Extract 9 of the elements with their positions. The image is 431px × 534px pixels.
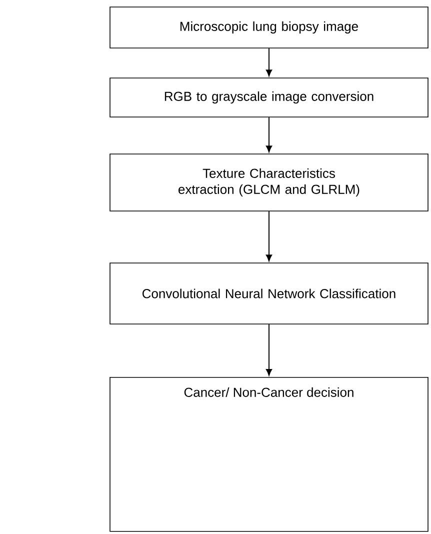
arrow (266, 48, 272, 76)
process-box: Microscopic lung biopsy image (110, 6, 428, 48)
process-box: Convolutional Neural Network Classification (110, 262, 428, 324)
arrow (266, 116, 272, 152)
arrow (266, 210, 272, 262)
process-box: Texture Characteristics extraction (GLCM and GLRLM) (110, 154, 428, 212)
process-box: RGB to grayscale image conversion (110, 78, 428, 118)
arrow (266, 324, 272, 376)
process-box: Cancer/ Non-Cancer decision (110, 377, 428, 532)
